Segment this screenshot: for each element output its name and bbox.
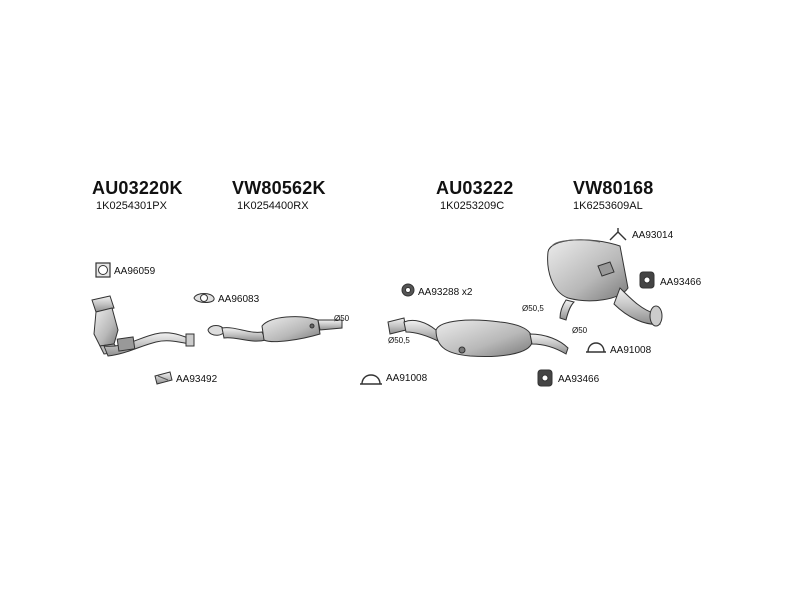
diameter-middle-inlet: Ø50,5 <box>388 336 410 345</box>
label-clamp-rear: AA91008 <box>610 345 652 356</box>
label-gasket-flange: AA96083 <box>218 294 260 305</box>
rubber-ring-rear-part <box>639 271 655 289</box>
label-gasket-square: AA96059 <box>114 266 156 277</box>
bolt-kit-part <box>154 371 173 385</box>
gasket-flange-part <box>193 293 215 303</box>
rear-silencer-part <box>547 239 663 327</box>
part-code-vw80168: VW80168 <box>573 178 654 198</box>
diameter-front-pipe: Ø50 <box>334 314 350 323</box>
clamp-front-part <box>360 374 382 385</box>
front-catalyst-part <box>91 295 195 357</box>
part-code-vw80562k: VW80562K <box>232 178 326 198</box>
middle-catalyst-part <box>207 316 343 343</box>
part-code-au03220k: AU03220K <box>92 178 183 198</box>
label-hanger: AA93014 <box>632 230 674 241</box>
gasket-square-part <box>95 262 111 278</box>
diameter-rear-inlet: Ø50,5 <box>522 304 544 313</box>
label-clamp-front: AA91008 <box>386 373 428 384</box>
oem-number-1k0253209c: 1K0253209C <box>440 200 505 212</box>
hanger-part <box>609 228 627 241</box>
part-code-au03222: AU03222 <box>436 178 514 198</box>
oem-number-1k0254301px: 1K0254301PX <box>96 200 167 212</box>
clamp-rear-part <box>586 342 606 353</box>
label-rubber-mount: AA93288 x2 <box>418 287 473 298</box>
oem-number-1k6253609al: 1K6253609AL <box>573 200 643 212</box>
label-rubber-ring-rear: AA93466 <box>660 277 702 288</box>
oem-number-1k0254400rx: 1K0254400RX <box>237 200 309 212</box>
label-bolt-kit: AA93492 <box>176 374 218 385</box>
middle-silencer-part <box>387 317 569 357</box>
label-rubber-ring-front: AA93466 <box>558 374 600 385</box>
diameter-rear-clamp: Ø50 <box>572 326 588 335</box>
rubber-ring-front-part <box>537 369 553 387</box>
rubber-mount-part <box>401 283 415 297</box>
